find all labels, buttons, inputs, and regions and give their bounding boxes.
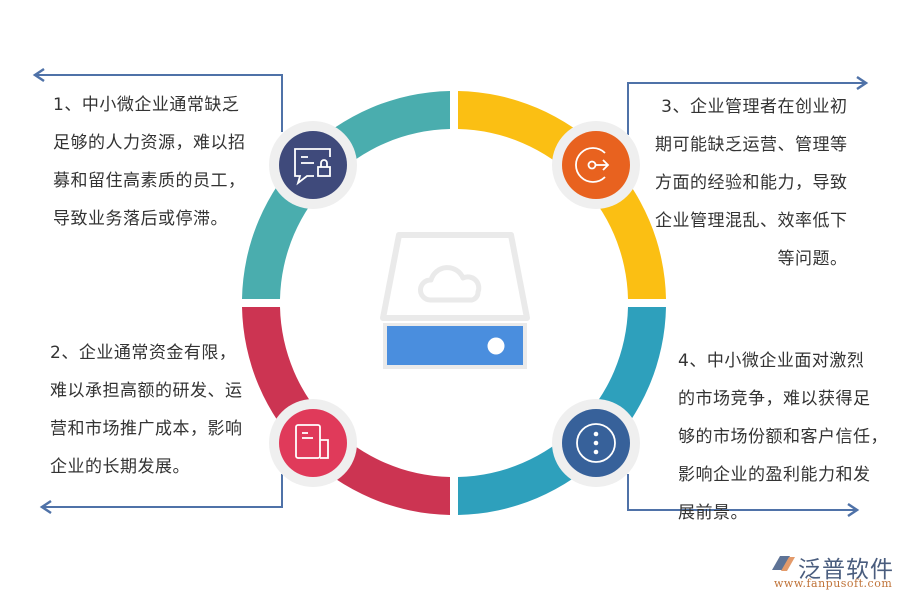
point-2-line: 营和市场推广成本，影响 bbox=[50, 419, 243, 439]
arrowhead-3 bbox=[856, 75, 869, 91]
point-1-text: 1、中小微企业通常缺乏 足够的人力资源，难以招 募和留住高素质的员工， 导致业务… bbox=[53, 86, 246, 238]
more-vertical-icon bbox=[576, 423, 616, 463]
point-3-line: 企业管理混乱、效率低下 bbox=[655, 211, 848, 231]
watermark-logo: 泛普软件 www.fanpusoft.com bbox=[766, 548, 896, 594]
node-1 bbox=[269, 121, 357, 209]
node-2 bbox=[269, 399, 357, 487]
point-2-line: 企业的长期发展。 bbox=[50, 457, 190, 477]
point-3-line: 等问题。 bbox=[777, 249, 848, 269]
watermark-brand-name: 泛普软件 bbox=[798, 557, 894, 583]
connector-4 bbox=[627, 474, 855, 511]
fanpu-logo-icon bbox=[772, 556, 795, 571]
point-4-text: 4、中小微企业面对激烈 的市场竞争，难以获得足 够的市场份额和客户信任， 影响企… bbox=[678, 342, 888, 532]
connector-2 bbox=[43, 474, 283, 508]
point-4-line: 影响企业的盈利能力和发 bbox=[678, 465, 871, 485]
point-1-line: 募和留住高素质的员工， bbox=[53, 171, 246, 191]
point-2-text: 2、企业通常资金有限， 难以承担高额的研发、运 营和市场推广成本，影响 企业的长… bbox=[50, 334, 243, 486]
point-4-line: 4、中小微企业面对激烈 bbox=[678, 351, 865, 371]
point-4-line: 够的市场份额和客户信任， bbox=[678, 427, 888, 447]
node-4 bbox=[552, 399, 640, 487]
point-3-line: 方面的经验和能力，导致 bbox=[655, 173, 848, 193]
arrowhead-4 bbox=[847, 502, 860, 518]
login-arrow-icon bbox=[575, 147, 610, 183]
connectors bbox=[32, 67, 869, 518]
point-2-line: 难以承担高额的研发、运 bbox=[50, 381, 243, 401]
point-4-line: 展前景。 bbox=[678, 503, 748, 523]
point-2-line: 2、企业通常资金有限， bbox=[50, 343, 237, 363]
point-3-line: 期可能缺乏运营、管理等 bbox=[655, 135, 848, 155]
arrowhead-1 bbox=[32, 67, 45, 83]
connector-3 bbox=[627, 82, 864, 135]
watermark-url: www.fanpusoft.com bbox=[774, 577, 893, 590]
point-1-line: 1、中小微企业通常缺乏 bbox=[53, 95, 240, 115]
message-lock-icon bbox=[294, 148, 331, 186]
point-3-text: 3、企业管理者在创业初 期可能缺乏运营、管理等 方面的经验和能力，导致 企业管理… bbox=[655, 88, 848, 278]
point-4-line: 的市场竞争，难以获得足 bbox=[678, 389, 871, 409]
cloud-storage-drive-icon bbox=[380, 232, 530, 369]
node-3 bbox=[552, 121, 640, 209]
point-1-line: 足够的人力资源，难以招 bbox=[53, 133, 246, 153]
arrowhead-2 bbox=[39, 499, 52, 515]
document-icon bbox=[295, 424, 329, 459]
connector-1 bbox=[36, 74, 283, 132]
point-3-line: 3、企业管理者在创业初 bbox=[661, 97, 848, 117]
point-1-line: 导致业务落后或停滞。 bbox=[53, 209, 228, 229]
